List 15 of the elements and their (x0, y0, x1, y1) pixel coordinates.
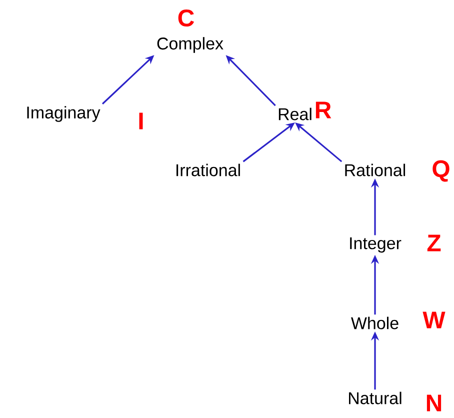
set-letter: I (139, 112, 143, 130)
number-set-label: Rational (345, 164, 406, 176)
number-set-label: Real (278, 108, 312, 120)
number-set-label: Imaginary (27, 106, 100, 122)
set-letter: N (426, 394, 442, 412)
set-letter: C (178, 10, 194, 26)
number-set-label: Irrational (176, 164, 240, 176)
set-letter: Q (432, 160, 450, 182)
number-set-label: Integer (350, 237, 402, 253)
number-set-label: Whole (351, 316, 398, 330)
set-letter: R (316, 102, 332, 118)
number-set-label: Natural (349, 392, 402, 404)
set-letter: W (422, 312, 446, 328)
number-set-label: Complex (157, 37, 224, 53)
set-letter: Z (427, 234, 441, 252)
